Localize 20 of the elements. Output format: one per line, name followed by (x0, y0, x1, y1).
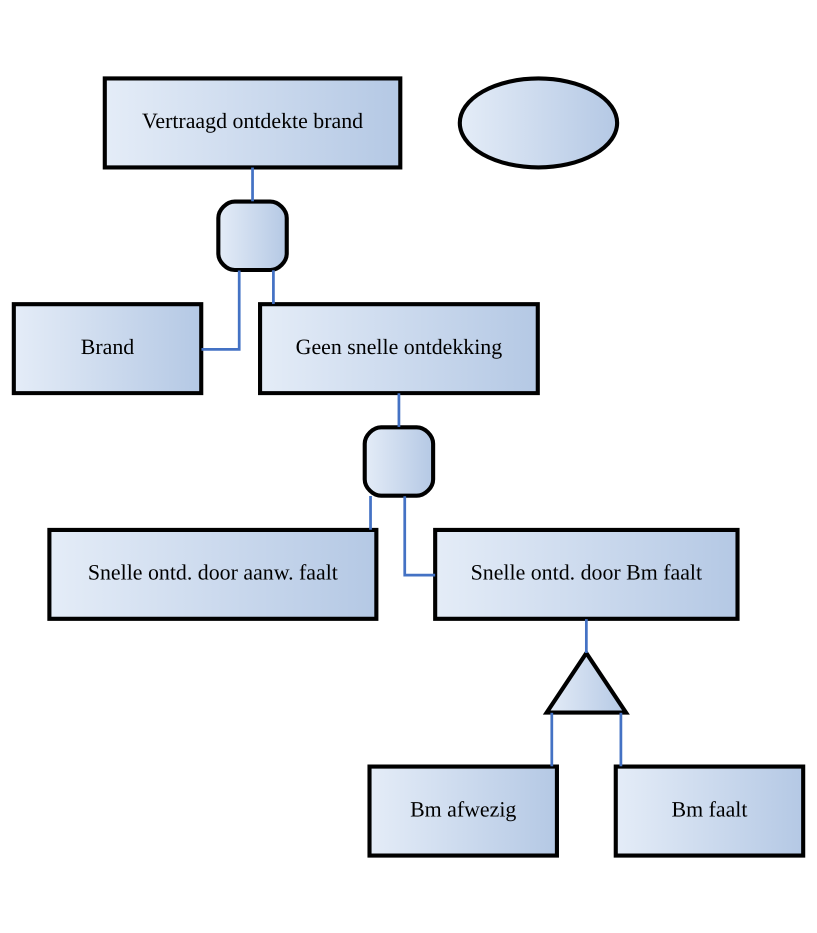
connector (620, 712, 622, 766)
node-and-gate (216, 199, 289, 272)
node-box: Geen snelle ontdekking (258, 302, 540, 395)
node-box: Brand (12, 302, 204, 395)
node-or-gate (542, 648, 630, 714)
node-box: Vertraagd ontdekte brand (102, 76, 402, 169)
connector (251, 167, 254, 201)
node-and-gate (362, 424, 436, 498)
connector (272, 270, 275, 304)
node-box: Snelle ontd. door Bm faalt (433, 527, 740, 620)
connector (369, 496, 372, 530)
connector (398, 392, 400, 426)
connector (403, 496, 436, 576)
node-box: Bm afwezig (367, 764, 559, 858)
node-box: Snelle ontd. door aanw. faalt (47, 527, 378, 620)
connector (550, 712, 554, 766)
node-oval (458, 76, 620, 169)
connector (584, 618, 588, 652)
node-box: Bm faalt (614, 764, 806, 858)
connector (201, 270, 241, 350)
